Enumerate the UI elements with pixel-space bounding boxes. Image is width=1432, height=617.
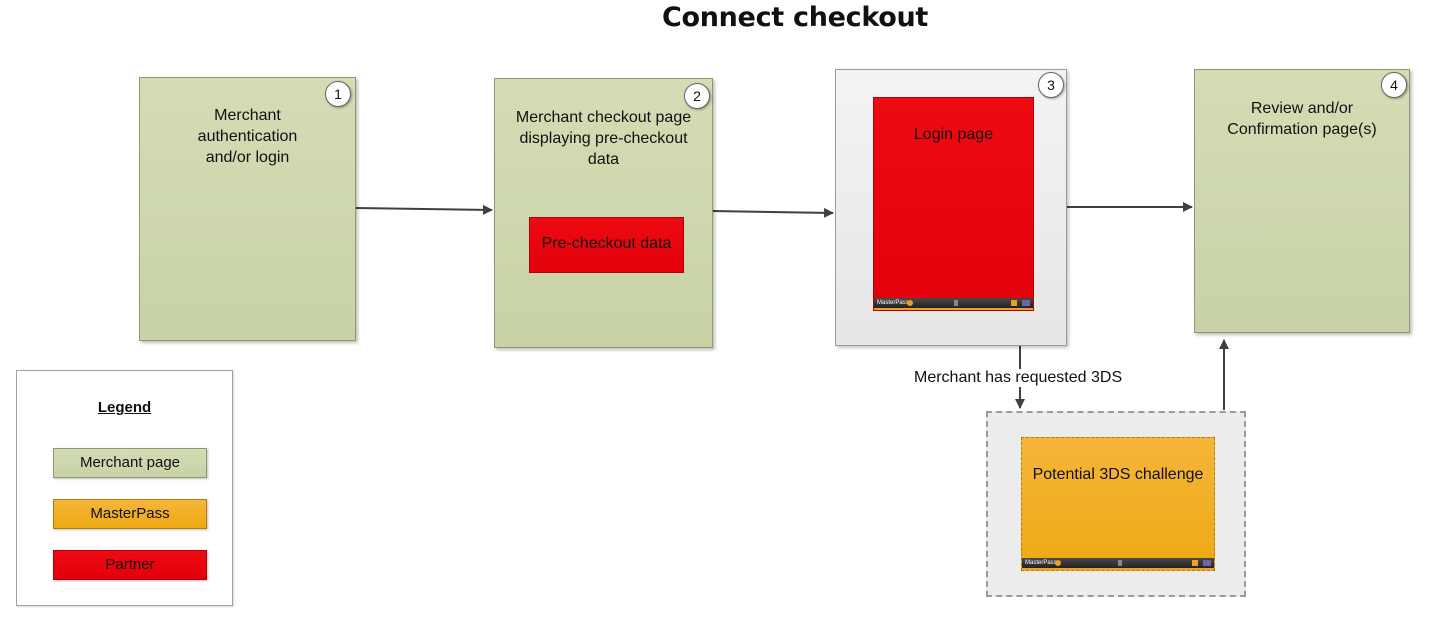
step-4-number-badge: 4: [1381, 72, 1407, 98]
diagram-title: Connect checkout: [661, 2, 929, 33]
3ds-challenge-frame: Potential 3DS challenge MasterPass: [986, 411, 1246, 597]
masterpass-logo-icon: [907, 300, 913, 306]
step-3-frame: Login page MasterPass: [835, 69, 1067, 346]
3ds-lock-icon: [1118, 560, 1122, 566]
cart-icon: [1011, 300, 1017, 306]
legend: Legend Merchant page MasterPass Partner: [16, 370, 233, 606]
step-4-merchant-page: Review and/or Confirmation page(s): [1194, 69, 1410, 333]
3ds-card-icon: [1203, 560, 1211, 566]
legend-item-merchant-page: Merchant page: [53, 448, 207, 478]
step-1-merchant-page: Merchant authentication and/or login: [139, 77, 356, 341]
legend-title: Legend: [97, 399, 152, 416]
arrow-1-to-2: [354, 204, 493, 215]
3ds-challenge-box: Potential 3DS challenge MasterPass: [1021, 437, 1215, 571]
masterpass-footer-text: MasterPass: [877, 300, 909, 306]
step-2-merchant-page: Merchant checkout page displaying pre-ch…: [494, 78, 713, 348]
legend-item-masterpass: MasterPass: [53, 499, 207, 529]
3ds-masterpass-footer-bar: MasterPass: [1022, 558, 1214, 570]
step-4-label: Review and/or Confirmation page(s): [1227, 100, 1377, 138]
login-page-box: Login page MasterPass: [873, 97, 1034, 311]
login-page-label: Login page: [913, 126, 994, 143]
step-3-number-badge: 3: [1038, 72, 1064, 98]
step-2-number-badge: 2: [684, 83, 710, 109]
3ds-masterpass-logo-icon: [1055, 560, 1061, 566]
lock-icon: [953, 300, 958, 306]
step-1-label: Merchant authentication and/or login: [197, 107, 298, 166]
arrow-2-to-3: [711, 207, 834, 218]
masterpass-footer-bar: MasterPass: [874, 298, 1033, 310]
3ds-challenge-label: Potential 3DS challenge: [1032, 466, 1204, 483]
step-2-label: Merchant checkout page displaying pre-ch…: [515, 109, 692, 168]
legend-item-partner: Partner: [53, 550, 207, 580]
pre-checkout-data-label: Pre-checkout data: [541, 235, 672, 252]
branch-condition-label: Merchant has requested 3DS: [912, 369, 1125, 387]
step-1-number-badge: 1: [325, 81, 351, 107]
3ds-cart-icon: [1192, 560, 1198, 566]
pre-checkout-data-box: Pre-checkout data: [529, 217, 684, 273]
card-icon: [1022, 300, 1030, 306]
3ds-masterpass-footer-text: MasterPass: [1025, 560, 1057, 566]
